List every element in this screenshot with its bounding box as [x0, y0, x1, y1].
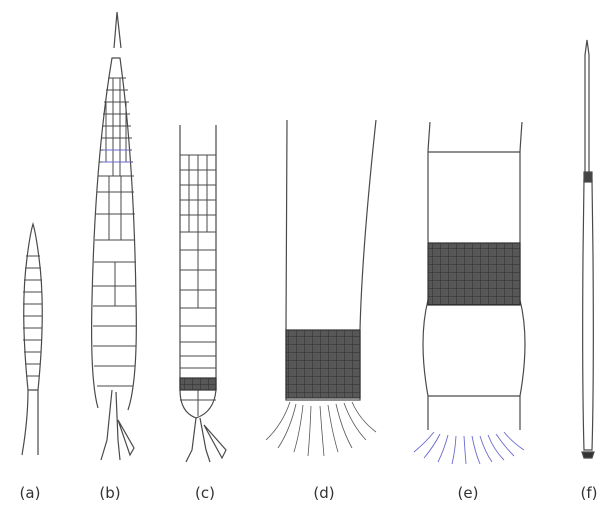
panel-d-label: (d): [313, 484, 334, 502]
panel-c-label: (c): [195, 484, 215, 502]
panel-e-diagram: [414, 122, 525, 464]
panel-a-diagram: [22, 224, 42, 455]
panel-a-label: (a): [20, 484, 41, 502]
panel-b-diagram: [92, 12, 137, 460]
panel-c-diagram: [180, 125, 226, 462]
panel-e-label: (e): [458, 484, 479, 502]
panel-d-diagram: [266, 120, 376, 456]
panel-b-label: (b): [99, 484, 120, 502]
panel-f-label: (f): [581, 484, 598, 502]
panel-f-diagram: [582, 40, 594, 458]
